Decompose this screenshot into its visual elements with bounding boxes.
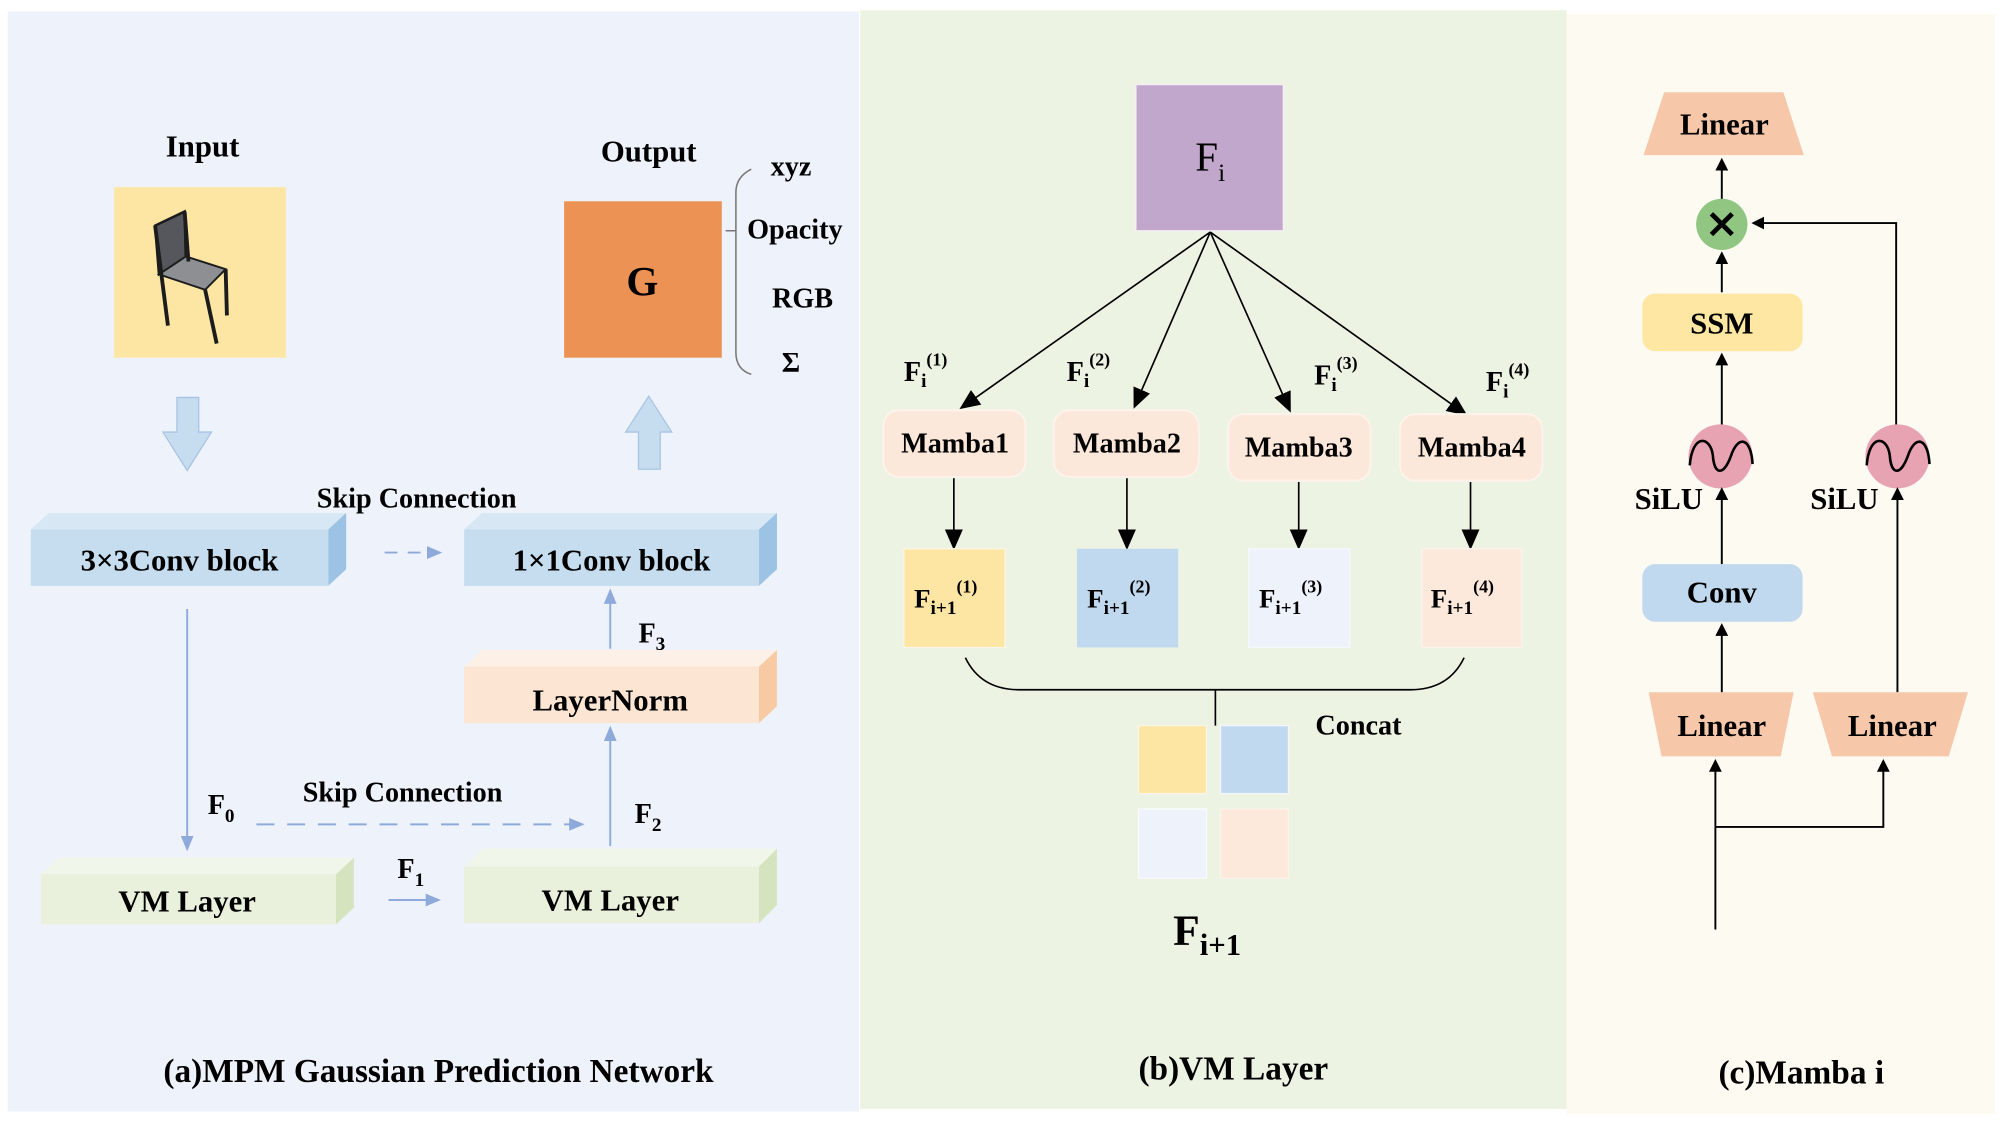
multiply-icon: × — [1705, 199, 1739, 247]
branch-1: Fi(1) Mamba1 Fi+1(1) — [882, 349, 1027, 649]
concat-brace — [964, 657, 1465, 726]
branch-1-output-box — [903, 548, 1006, 649]
input-split-line — [1715, 758, 1890, 828]
silu-right-label: SiLU — [1810, 482, 1878, 516]
svg-text:3×3Conv block: 3×3Conv block — [81, 544, 280, 578]
panel-a-caption: (a)MPM Gaussian Prediction Network — [163, 1053, 714, 1090]
attr-rgb: RGB — [772, 284, 833, 315]
svg-text:SSM: SSM — [1690, 306, 1753, 340]
branch-1-input-label: Fi(1) — [904, 349, 948, 392]
branch-3-input-label: Fi(3) — [1314, 353, 1358, 396]
conv-block — [1642, 564, 1803, 622]
attr-covariance: Σ — [782, 348, 800, 379]
input-label: Input — [166, 129, 240, 163]
output-feature-label: Fi+1 — [1173, 907, 1241, 962]
vm-layer-2: VM Layer — [464, 848, 777, 924]
f3-label: F3 — [638, 618, 665, 655]
fi-box — [1135, 83, 1284, 232]
svg-text:Fi+1(4): Fi+1(4) — [1431, 576, 1494, 619]
mamba1-box — [882, 409, 1027, 478]
concat-grid — [1137, 725, 1290, 879]
mamba2-box — [1052, 409, 1200, 478]
svg-text:Fi+1(1): Fi+1(1) — [914, 576, 977, 619]
svg-text:Fi+1(3): Fi+1(3) — [1259, 576, 1322, 619]
branch-2-input-label: Fi(2) — [1067, 349, 1111, 392]
split-arrows — [959, 231, 1468, 416]
branch-2-output-box — [1076, 548, 1179, 648]
top-linear-block — [1643, 92, 1804, 156]
svg-text:Mamba1: Mamba1 — [901, 429, 1009, 460]
branch-4-output-box — [1421, 548, 1523, 649]
vm-layer-1: VM Layer — [41, 857, 354, 925]
svg-text:Mamba3: Mamba3 — [1245, 432, 1353, 463]
silu-left-icon — [1688, 439, 1754, 472]
silu-left-label: SiLU — [1635, 482, 1703, 516]
chair-icon — [153, 209, 229, 344]
f2-label: F2 — [635, 799, 662, 836]
concat-tile-2 — [1219, 725, 1290, 795]
silu-right-icon — [1865, 439, 1931, 472]
concat-tile-4 — [1219, 808, 1290, 879]
branch-4-input-label: Fi(4) — [1486, 360, 1530, 403]
down-arrow-icon — [161, 396, 213, 472]
ssm-block — [1642, 293, 1803, 352]
panel-b-caption: (b)VM Layer — [1138, 1050, 1328, 1087]
layernorm-block: LayerNorm — [464, 650, 777, 724]
gaussian-box — [564, 201, 722, 358]
concat-tile-1 — [1137, 725, 1208, 795]
branch-2: Fi(2) Mamba2 Fi+1(2) — [1052, 349, 1200, 648]
panel-c: Linear × SSM SiLU SiLU Conv Linear Linea… — [1566, 14, 1995, 1115]
output-label: Output — [601, 135, 697, 169]
branch-4: Fi(4) Mamba4 Fi+1(4) — [1399, 360, 1544, 649]
svg-text:VM Layer: VM Layer — [542, 883, 679, 917]
skip-connection-mid-label: Skip Connection — [303, 777, 503, 808]
svg-text:Fi+1(2): Fi+1(2) — [1087, 576, 1150, 619]
svg-text:Linear: Linear — [1848, 709, 1937, 743]
panel-c-background — [1566, 14, 1995, 1115]
attr-xyz: xyz — [771, 152, 812, 183]
attribute-brace — [725, 168, 752, 376]
panel-a: Input Output G xyz Opacity RGB Σ Skip Co… — [7, 11, 859, 1112]
gaussian-symbol: G — [626, 258, 658, 304]
bottom-linear-left-block — [1648, 692, 1794, 757]
up-arrow-icon — [624, 394, 673, 470]
svg-text:LayerNorm: LayerNorm — [533, 683, 689, 717]
attr-opacity: Opacity — [747, 214, 843, 245]
svg-text:Linear: Linear — [1677, 709, 1766, 743]
concat-tile-3 — [1137, 808, 1208, 879]
panel-c-caption: (c)Mamba i — [1718, 1054, 1884, 1091]
svg-text:Conv: Conv — [1687, 576, 1758, 610]
silu-right-node — [1865, 424, 1930, 489]
svg-text:Linear: Linear — [1680, 108, 1769, 142]
skip-connection-top-label: Skip Connection — [317, 484, 517, 515]
branch-3-output-box — [1248, 548, 1351, 649]
silu-left-node — [1688, 424, 1753, 489]
mamba4-box — [1399, 413, 1544, 482]
fi-label: Fi — [1195, 134, 1225, 187]
panel-b: Fi Fi(1) Mamba1 Fi+1(1) Fi(2) Mamba2 Fi+… — [860, 10, 1567, 1109]
svg-text:Mamba2: Mamba2 — [1073, 429, 1181, 460]
concat-label: Concat — [1315, 711, 1402, 742]
bottom-linear-right-block — [1812, 692, 1968, 757]
svg-text:Mamba4: Mamba4 — [1418, 432, 1526, 463]
mamba3-box — [1227, 413, 1372, 482]
f1-label: F1 — [397, 854, 424, 891]
svg-text:1×1Conv block: 1×1Conv block — [513, 544, 712, 578]
branch-3: Fi(3) Mamba3 Fi+1(3) — [1227, 353, 1372, 649]
multiply-node — [1696, 198, 1748, 250]
input-image — [114, 187, 286, 358]
conv3-block: 3×3Conv block — [30, 512, 347, 586]
gate-branch-line — [1751, 216, 1898, 462]
conv1-block: 1×1Conv block — [464, 512, 777, 586]
svg-text:VM Layer: VM Layer — [118, 885, 255, 919]
f0-label: F0 — [208, 790, 235, 827]
